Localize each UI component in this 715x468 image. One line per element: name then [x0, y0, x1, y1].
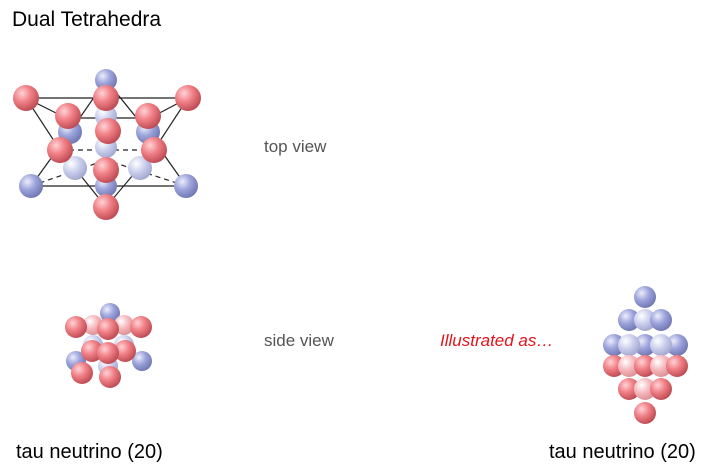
blue-ball	[650, 309, 672, 331]
pink-ball	[95, 118, 121, 144]
blue-ball	[63, 156, 87, 180]
blue-ball	[618, 334, 640, 356]
pink-ball	[97, 318, 119, 340]
pink-ball	[135, 103, 161, 129]
pink-ball	[65, 316, 87, 338]
pink-ball	[650, 355, 672, 377]
pink-ball	[99, 366, 121, 388]
blue-ball	[95, 69, 117, 91]
blue-ball	[100, 303, 120, 323]
dual-tetrahedra-top-view	[13, 69, 201, 220]
pink-ball	[618, 378, 640, 400]
pink-ball	[81, 340, 103, 362]
blue-ball	[132, 351, 152, 371]
pink-ball	[97, 342, 119, 364]
caption-left: tau neutrino (20)	[16, 441, 163, 463]
blue-ball	[634, 334, 656, 356]
pink-ball	[130, 316, 152, 338]
pink-ball	[114, 315, 134, 335]
pink-ball	[55, 103, 81, 129]
pink-ball	[93, 85, 119, 111]
pink-ball	[47, 137, 73, 163]
pink-ball	[634, 355, 656, 377]
pink-ball	[175, 85, 201, 111]
pink-ball	[141, 137, 167, 163]
blue-ball	[634, 286, 656, 308]
illustrated-as-label: Illustrated as…	[440, 331, 554, 350]
pink-ball	[666, 355, 688, 377]
pink-ball	[114, 340, 136, 362]
blue-ball	[174, 174, 198, 198]
pink-ball	[634, 378, 656, 400]
pink-ball	[93, 194, 119, 220]
blue-ball	[618, 309, 640, 331]
side-view-label: side view	[264, 331, 334, 350]
pink-ball	[93, 157, 119, 183]
pink-ball	[618, 355, 640, 377]
side-view-cluster	[65, 303, 152, 388]
blue-ball	[650, 334, 672, 356]
pink-ball	[71, 362, 93, 384]
blue-ball	[128, 156, 152, 180]
blue-ball	[634, 309, 656, 331]
illustrated-stack	[603, 286, 688, 424]
page-title: Dual Tetrahedra	[12, 8, 162, 31]
pink-ball	[13, 85, 39, 111]
pink-ball	[634, 402, 656, 424]
blue-ball	[666, 334, 688, 356]
caption-right: tau neutrino (20)	[549, 441, 696, 463]
top-view-label: top view	[264, 137, 327, 156]
blue-ball	[19, 174, 43, 198]
pink-ball	[650, 378, 672, 400]
